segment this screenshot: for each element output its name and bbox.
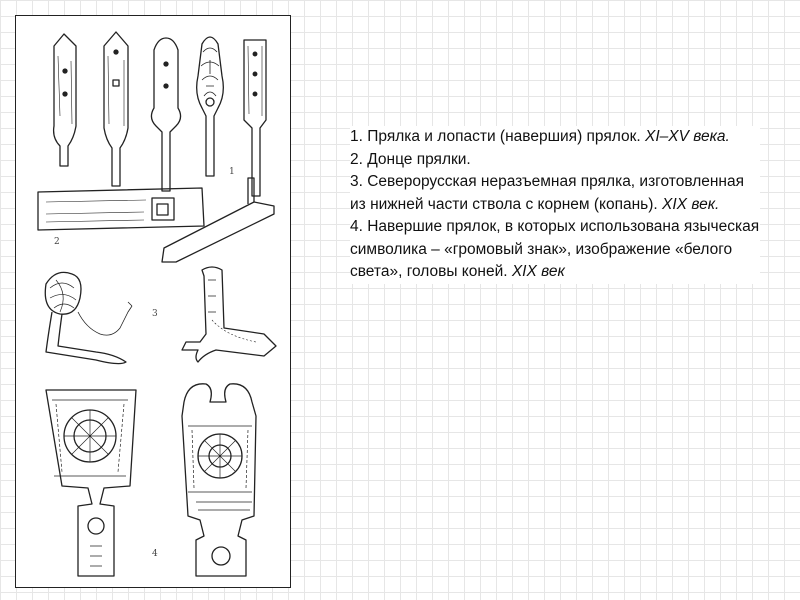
figure-label-4: 4 bbox=[152, 549, 158, 559]
caption-item-3: 3. Северорусская неразъемная прялка, изг… bbox=[350, 171, 760, 216]
figure-label-1: 1 bbox=[229, 167, 235, 177]
spinning-wheels-illustration: 1 2 bbox=[15, 15, 291, 588]
caption-item-1: 1. Прялка и лопасти (навершия) прялок. X… bbox=[350, 126, 760, 149]
caption-item-1-period: XI–XV века. bbox=[645, 128, 730, 145]
caption-item-4-period: XIX век bbox=[511, 263, 565, 280]
caption-item-2: 2. Донце прялки. bbox=[350, 149, 760, 172]
root-stem-spinning-wheel: 3 bbox=[44, 266, 277, 365]
spindle-paddles-group: 1 bbox=[52, 31, 267, 197]
caption-item-2-text: 2. Донце прялки. bbox=[350, 150, 471, 168]
caption-text: 1. Прялка и лопасти (навершия) прялок. X… bbox=[350, 126, 760, 284]
caption-item-4: 4. Навершие прялок, в которых использова… bbox=[350, 216, 760, 284]
figure-label-3: 3 bbox=[152, 309, 158, 319]
illustration-drawing: 1 2 bbox=[37, 31, 277, 577]
ornate-spinning-wheel-tops: 4 bbox=[45, 383, 257, 577]
caption-item-3-period: XIX век. bbox=[662, 195, 720, 213]
caption-item-3-text: 3. Северорусская неразъемная прялка, изг… bbox=[350, 173, 745, 213]
spinning-wheel-bottom-board: 2 bbox=[37, 177, 275, 263]
caption-item-4-text: 4. Навершие прялок, в которых использова… bbox=[350, 218, 760, 280]
figure-label-2: 2 bbox=[54, 237, 60, 247]
caption-item-1-text: 1. Прялка и лопасти (навершия) прялок. bbox=[350, 128, 645, 145]
